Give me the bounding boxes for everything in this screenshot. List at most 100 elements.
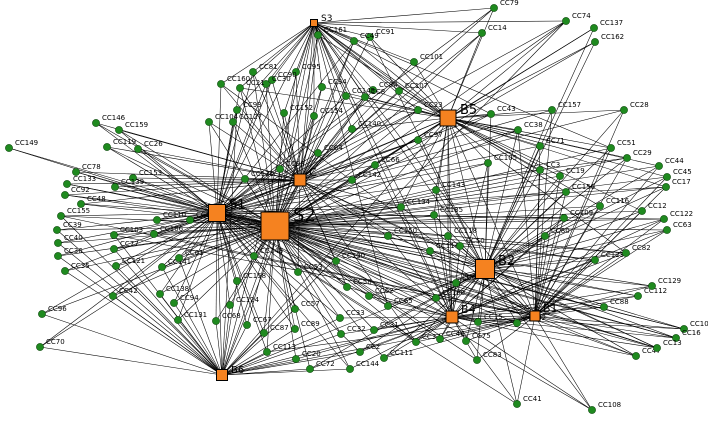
node-marker[interactable]	[229, 118, 237, 126]
node-marker[interactable]	[38, 310, 46, 318]
node-marker[interactable]	[600, 303, 608, 311]
node-cc80[interactable]: CC80	[541, 227, 570, 240]
node-marker[interactable]	[292, 355, 300, 363]
node-marker[interactable]	[54, 239, 62, 247]
node-marker[interactable]	[660, 215, 668, 223]
node-cc3[interactable]: CC3	[536, 161, 560, 174]
node-cc89[interactable]: CC89	[291, 320, 320, 333]
node-marker[interactable]	[596, 202, 604, 210]
node-marker[interactable]	[268, 76, 276, 84]
node-marker[interactable]	[655, 162, 663, 170]
node-cc49[interactable]: CC49	[350, 32, 379, 45]
node-marker[interactable]	[426, 247, 434, 255]
node-marker[interactable]	[541, 232, 549, 240]
node-cc108[interactable]: CC108	[588, 401, 621, 414]
node-marker[interactable]	[432, 294, 440, 302]
node-marker[interactable]	[620, 106, 628, 114]
node-cc8[interactable]: CC8	[361, 88, 385, 101]
node-marker[interactable]	[262, 80, 270, 88]
node-marker[interactable]	[371, 161, 379, 169]
node-marker[interactable]	[348, 125, 356, 133]
hub-b1[interactable]: B1	[529, 302, 558, 322]
node-cc74[interactable]: CC74	[562, 12, 591, 25]
node-cc33[interactable]: CC33	[336, 309, 365, 322]
node-cc130[interactable]: CC130	[332, 252, 365, 265]
node-marker[interactable]	[233, 277, 241, 285]
node-marker[interactable]	[513, 400, 521, 408]
node-marker[interactable]	[103, 143, 111, 151]
node-marker[interactable]	[430, 211, 438, 219]
node-marker[interactable]	[591, 256, 599, 264]
node-cc34[interactable]: CC34	[318, 78, 347, 91]
node-marker[interactable]	[337, 330, 345, 338]
node-cc92[interactable]: CC92	[61, 186, 90, 199]
node-cc123[interactable]: CC123	[591, 251, 624, 264]
node-marker[interactable]	[36, 343, 44, 351]
node-cc91[interactable]: CC91	[366, 28, 395, 41]
node-marker[interactable]	[212, 317, 220, 325]
node-marker[interactable]	[233, 106, 241, 114]
node-cc16[interactable]: CC16	[672, 329, 701, 342]
node-cc134[interactable]: CC134	[397, 198, 431, 211]
node-cc104[interactable]: CC104	[205, 113, 239, 126]
node-cc106[interactable]: CC106	[150, 225, 184, 238]
node-cc94[interactable]: CC94	[170, 294, 199, 307]
node-cc88[interactable]: CC88	[600, 298, 629, 311]
node-cc113[interactable]: CC113	[263, 343, 296, 356]
node-marker[interactable]	[63, 180, 71, 188]
hub-marker[interactable]	[439, 109, 457, 127]
node-cc144[interactable]: CC144	[346, 360, 380, 373]
hub-s1[interactable]: S1	[208, 198, 246, 222]
node-cc15[interactable]: CC15	[474, 313, 503, 326]
node-cc45[interactable]: CC45	[663, 168, 692, 181]
node-marker[interactable]	[57, 212, 65, 220]
node-marker[interactable]	[158, 263, 166, 271]
node-marker[interactable]	[370, 326, 378, 334]
node-cc37[interactable]: CC37	[412, 333, 441, 346]
node-cc118[interactable]: CC118	[444, 227, 477, 240]
node-cc97[interactable]: CC97	[414, 131, 443, 144]
node-marker[interactable]	[77, 200, 85, 208]
node-marker[interactable]	[369, 86, 377, 94]
node-cc157[interactable]: CC157	[548, 101, 581, 114]
node-marker[interactable]	[111, 183, 119, 191]
node-marker[interactable]	[318, 83, 326, 91]
node-marker[interactable]	[384, 232, 392, 240]
node-cc111[interactable]: CC111	[380, 349, 413, 362]
node-cc81[interactable]: CC81	[249, 63, 278, 76]
node-marker[interactable]	[314, 31, 322, 39]
node-cc6[interactable]: CC6	[452, 274, 477, 287]
node-marker[interactable]	[663, 226, 671, 234]
node-marker[interactable]	[150, 230, 158, 238]
node-cc83[interactable]: CC83	[473, 351, 502, 364]
node-cc29[interactable]: CC29	[623, 149, 652, 162]
node-marker[interactable]	[153, 216, 161, 224]
node-marker[interactable]	[556, 172, 564, 180]
node-marker[interactable]	[513, 319, 521, 327]
node-cc66[interactable]: CC66	[371, 156, 400, 169]
node-cc159[interactable]: CC159	[115, 121, 148, 134]
node-cc47[interactable]: CC47	[632, 347, 661, 360]
node-cc143[interactable]: CC143	[432, 181, 465, 194]
node-marker[interactable]	[243, 321, 251, 329]
node-cc152[interactable]: CC152	[280, 104, 313, 117]
hub-s3[interactable]: S3	[310, 14, 333, 27]
node-cc63[interactable]: CC63	[663, 221, 692, 234]
node-marker[interactable]	[607, 144, 615, 152]
node-marker[interactable]	[170, 299, 178, 307]
node-cc155[interactable]: CC155	[57, 207, 90, 220]
node-marker[interactable]	[365, 292, 373, 300]
node-marker[interactable]	[280, 109, 288, 117]
node-cc19[interactable]: CC19	[556, 167, 585, 180]
hub-b6[interactable]: B6	[216, 365, 245, 381]
node-cc43[interactable]: CC43	[487, 105, 516, 118]
node-marker[interactable]	[361, 93, 369, 101]
node-marker[interactable]	[134, 145, 142, 153]
node-cc100[interactable]: CC100	[432, 289, 465, 302]
node-marker[interactable]	[473, 356, 481, 364]
node-cc156[interactable]: CC156	[562, 183, 596, 196]
node-cc36[interactable]: CC36	[54, 247, 83, 260]
node-cc75[interactable]: CC75	[462, 332, 491, 345]
node-cc57[interactable]: CC57	[291, 300, 320, 313]
node-marker[interactable]	[436, 335, 444, 343]
